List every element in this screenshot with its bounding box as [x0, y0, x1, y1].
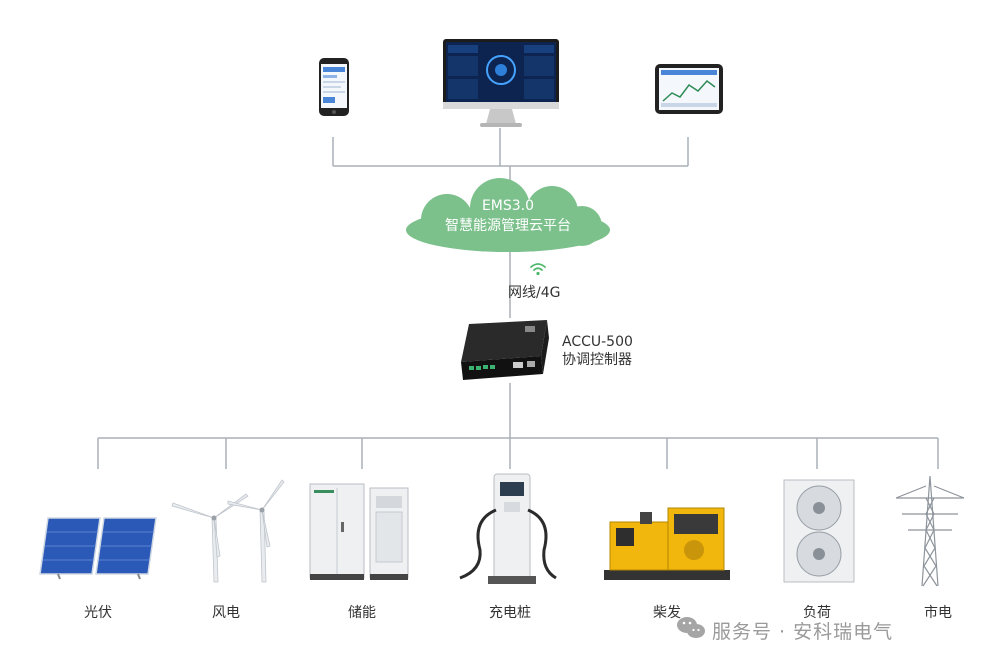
controller-name: 协调控制器 — [562, 352, 632, 368]
device-label-diesel: 柴发 — [653, 605, 681, 621]
wifi-icon — [530, 263, 546, 276]
diesel-generator-icon — [604, 507, 730, 580]
controller-model: ACCU-500 — [562, 334, 633, 350]
watermark-text: 服务号 · 安科瑞电气 — [712, 621, 894, 643]
wechat-icon — [677, 617, 705, 638]
battery-cabinet-icon — [309, 483, 409, 580]
device-label-wind: 风电 — [212, 605, 240, 621]
device-label-storage: 储能 — [348, 605, 376, 621]
device-label-load: 负荷 — [803, 605, 831, 621]
cloud-platform-label: EMS3.0 智慧能源管理云平台 — [402, 196, 614, 236]
solar-panel-icon — [39, 517, 157, 580]
outdoor-ac-unit-icon — [783, 479, 855, 583]
link-label: 网线/4G — [508, 285, 561, 301]
cloud-subtitle: 智慧能源管理云平台 — [445, 218, 571, 234]
tablet-icon — [655, 64, 723, 114]
phone-icon — [319, 58, 349, 116]
ev-charger-icon — [459, 473, 557, 584]
wind-turbine-icon — [171, 479, 285, 583]
device-label-grid: 市电 — [924, 605, 952, 621]
cloud-title: EMS3.0 — [481, 198, 535, 214]
power-tower-icon — [895, 475, 965, 587]
controller-label: ACCU-500 协调控制器 — [562, 333, 633, 369]
device-label-charger: 充电桩 — [489, 605, 531, 621]
device-label-solar: 光伏 — [84, 605, 112, 621]
cloud-icon — [406, 178, 610, 252]
desktop-monitor-icon — [443, 39, 559, 127]
controller-device-icon — [461, 320, 549, 380]
